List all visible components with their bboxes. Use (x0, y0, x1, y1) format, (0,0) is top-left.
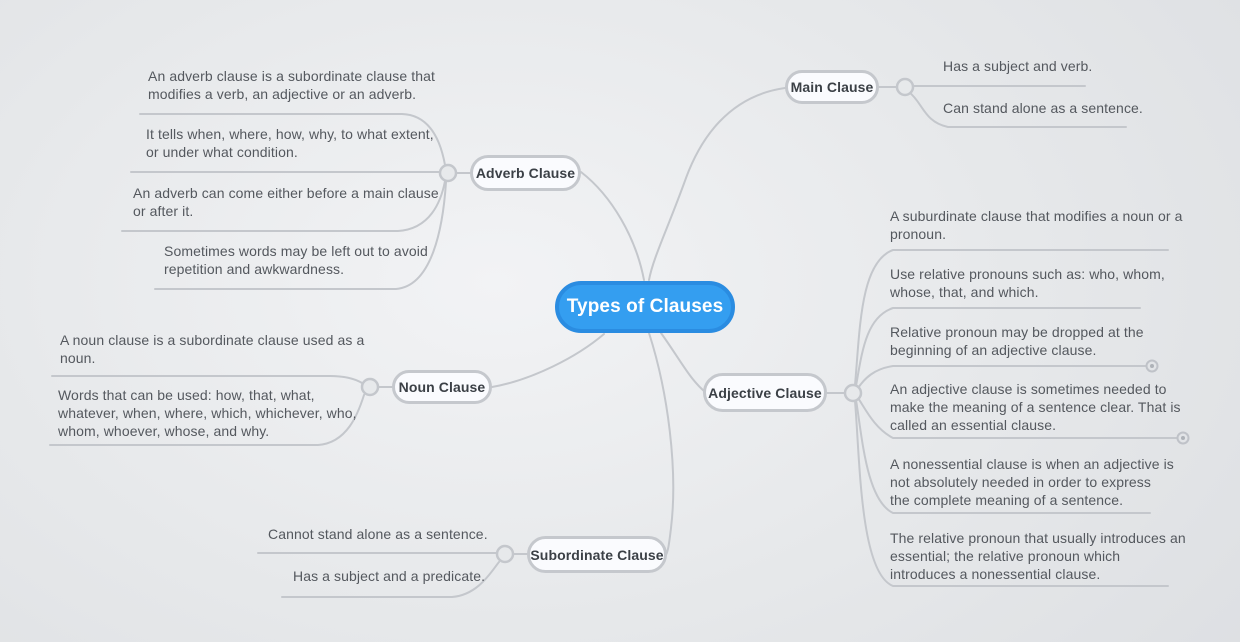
node-main-clause[interactable]: Main Clause (785, 70, 879, 104)
leaf-subordinate-2[interactable]: Has a subject and a predicate. (293, 568, 486, 584)
leaf-line-adjective-3 (857, 365, 1147, 389)
leaf-line-adverb-1 (139, 113, 446, 166)
node-noun-clause[interactable]: Noun Clause (392, 370, 492, 404)
leaf-adjective-4[interactable]: An adjective clause is sometimes needed … (890, 381, 1181, 433)
node-noun-clause-label: Noun Clause (398, 379, 486, 395)
node-adjective-clause-label: Adjective Clause (708, 384, 822, 401)
leaf-line-adverb-4 (154, 181, 447, 290)
connector-root-noun (491, 333, 605, 388)
leaf-main-2[interactable]: Can stand alone as a sentence. (943, 100, 1143, 116)
root-node-types-of-clauses[interactable]: Types of Clauses (555, 281, 735, 333)
leaf-adjective-3[interactable]: Relative pronoun may be dropped at the b… (890, 324, 1144, 358)
leaf-line-adjective-2 (855, 307, 1141, 387)
node-adverb-clause[interactable]: Adverb Clause (470, 155, 581, 191)
connector-root-adjective (660, 332, 705, 392)
leaf-adverb-3[interactable]: An adverb can come either before a main … (133, 185, 439, 219)
leaf-line-adverb-3 (121, 180, 446, 232)
noun-branch-junction (360, 377, 380, 397)
connector-root-subordinate (648, 332, 675, 556)
connector-root-main (648, 87, 786, 281)
leaf-line-noun-1 (51, 375, 363, 384)
leaf-main-1[interactable]: Has a subject and verb. (943, 58, 1093, 74)
node-subordinate-clause[interactable]: Subordinate Clause (527, 536, 667, 573)
leaf-noun-1[interactable]: A noun clause is a subordinate clause us… (60, 332, 365, 366)
adverb-branch-junction (438, 163, 458, 183)
main-branch-junction (895, 77, 915, 97)
connector-root-adverb (580, 171, 645, 281)
node-main-clause-label: Main Clause (790, 79, 874, 95)
node-subordinate-clause-label: Subordinate Clause (530, 546, 664, 563)
leaf-adjective-2[interactable]: Use relative pronouns such as: who, whom… (890, 266, 1165, 300)
subordinate-branch-junction (495, 544, 515, 564)
leaf-subordinate-1[interactable]: Cannot stand alone as a sentence. (268, 526, 488, 542)
adjective-branch-junction (843, 383, 863, 403)
root-node-label: Types of Clauses (566, 296, 724, 317)
leaf-adverb-1[interactable]: An adverb clause is a subordinate clause… (148, 68, 436, 102)
leaf-line-adjective-6 (854, 400, 1169, 587)
leaf-adverb-4[interactable]: Sometimes words may be left out to avoid… (164, 243, 428, 277)
leaf-adverb-2[interactable]: It tells when, where, how, why, to what … (146, 126, 434, 160)
leaf-line-noun-2 (49, 394, 365, 446)
leaf-line-adjective-5 (855, 399, 1151, 514)
node-adverb-clause-label: Adverb Clause (475, 165, 576, 181)
leaf-adjective-6[interactable]: The relative pronoun that usually introd… (890, 530, 1186, 582)
collapsed-node-indicator[interactable] (1176, 431, 1190, 445)
leaf-line-adjective-1 (854, 249, 1169, 386)
collapsed-node-indicator[interactable] (1145, 359, 1159, 373)
leaf-adjective-5[interactable]: A nonessential clause is when an adjecti… (890, 456, 1174, 508)
leaf-adjective-1[interactable]: A suburdinate clause that modifies a nou… (890, 208, 1183, 242)
leaf-line-adjective-4 (857, 397, 1178, 439)
leaf-line-subordinate-2 (281, 561, 500, 598)
leaf-line-main-2 (908, 91, 1127, 128)
leaf-noun-2[interactable]: Words that can be used: how, that, what,… (58, 387, 357, 439)
node-adjective-clause[interactable]: Adjective Clause (703, 373, 827, 412)
